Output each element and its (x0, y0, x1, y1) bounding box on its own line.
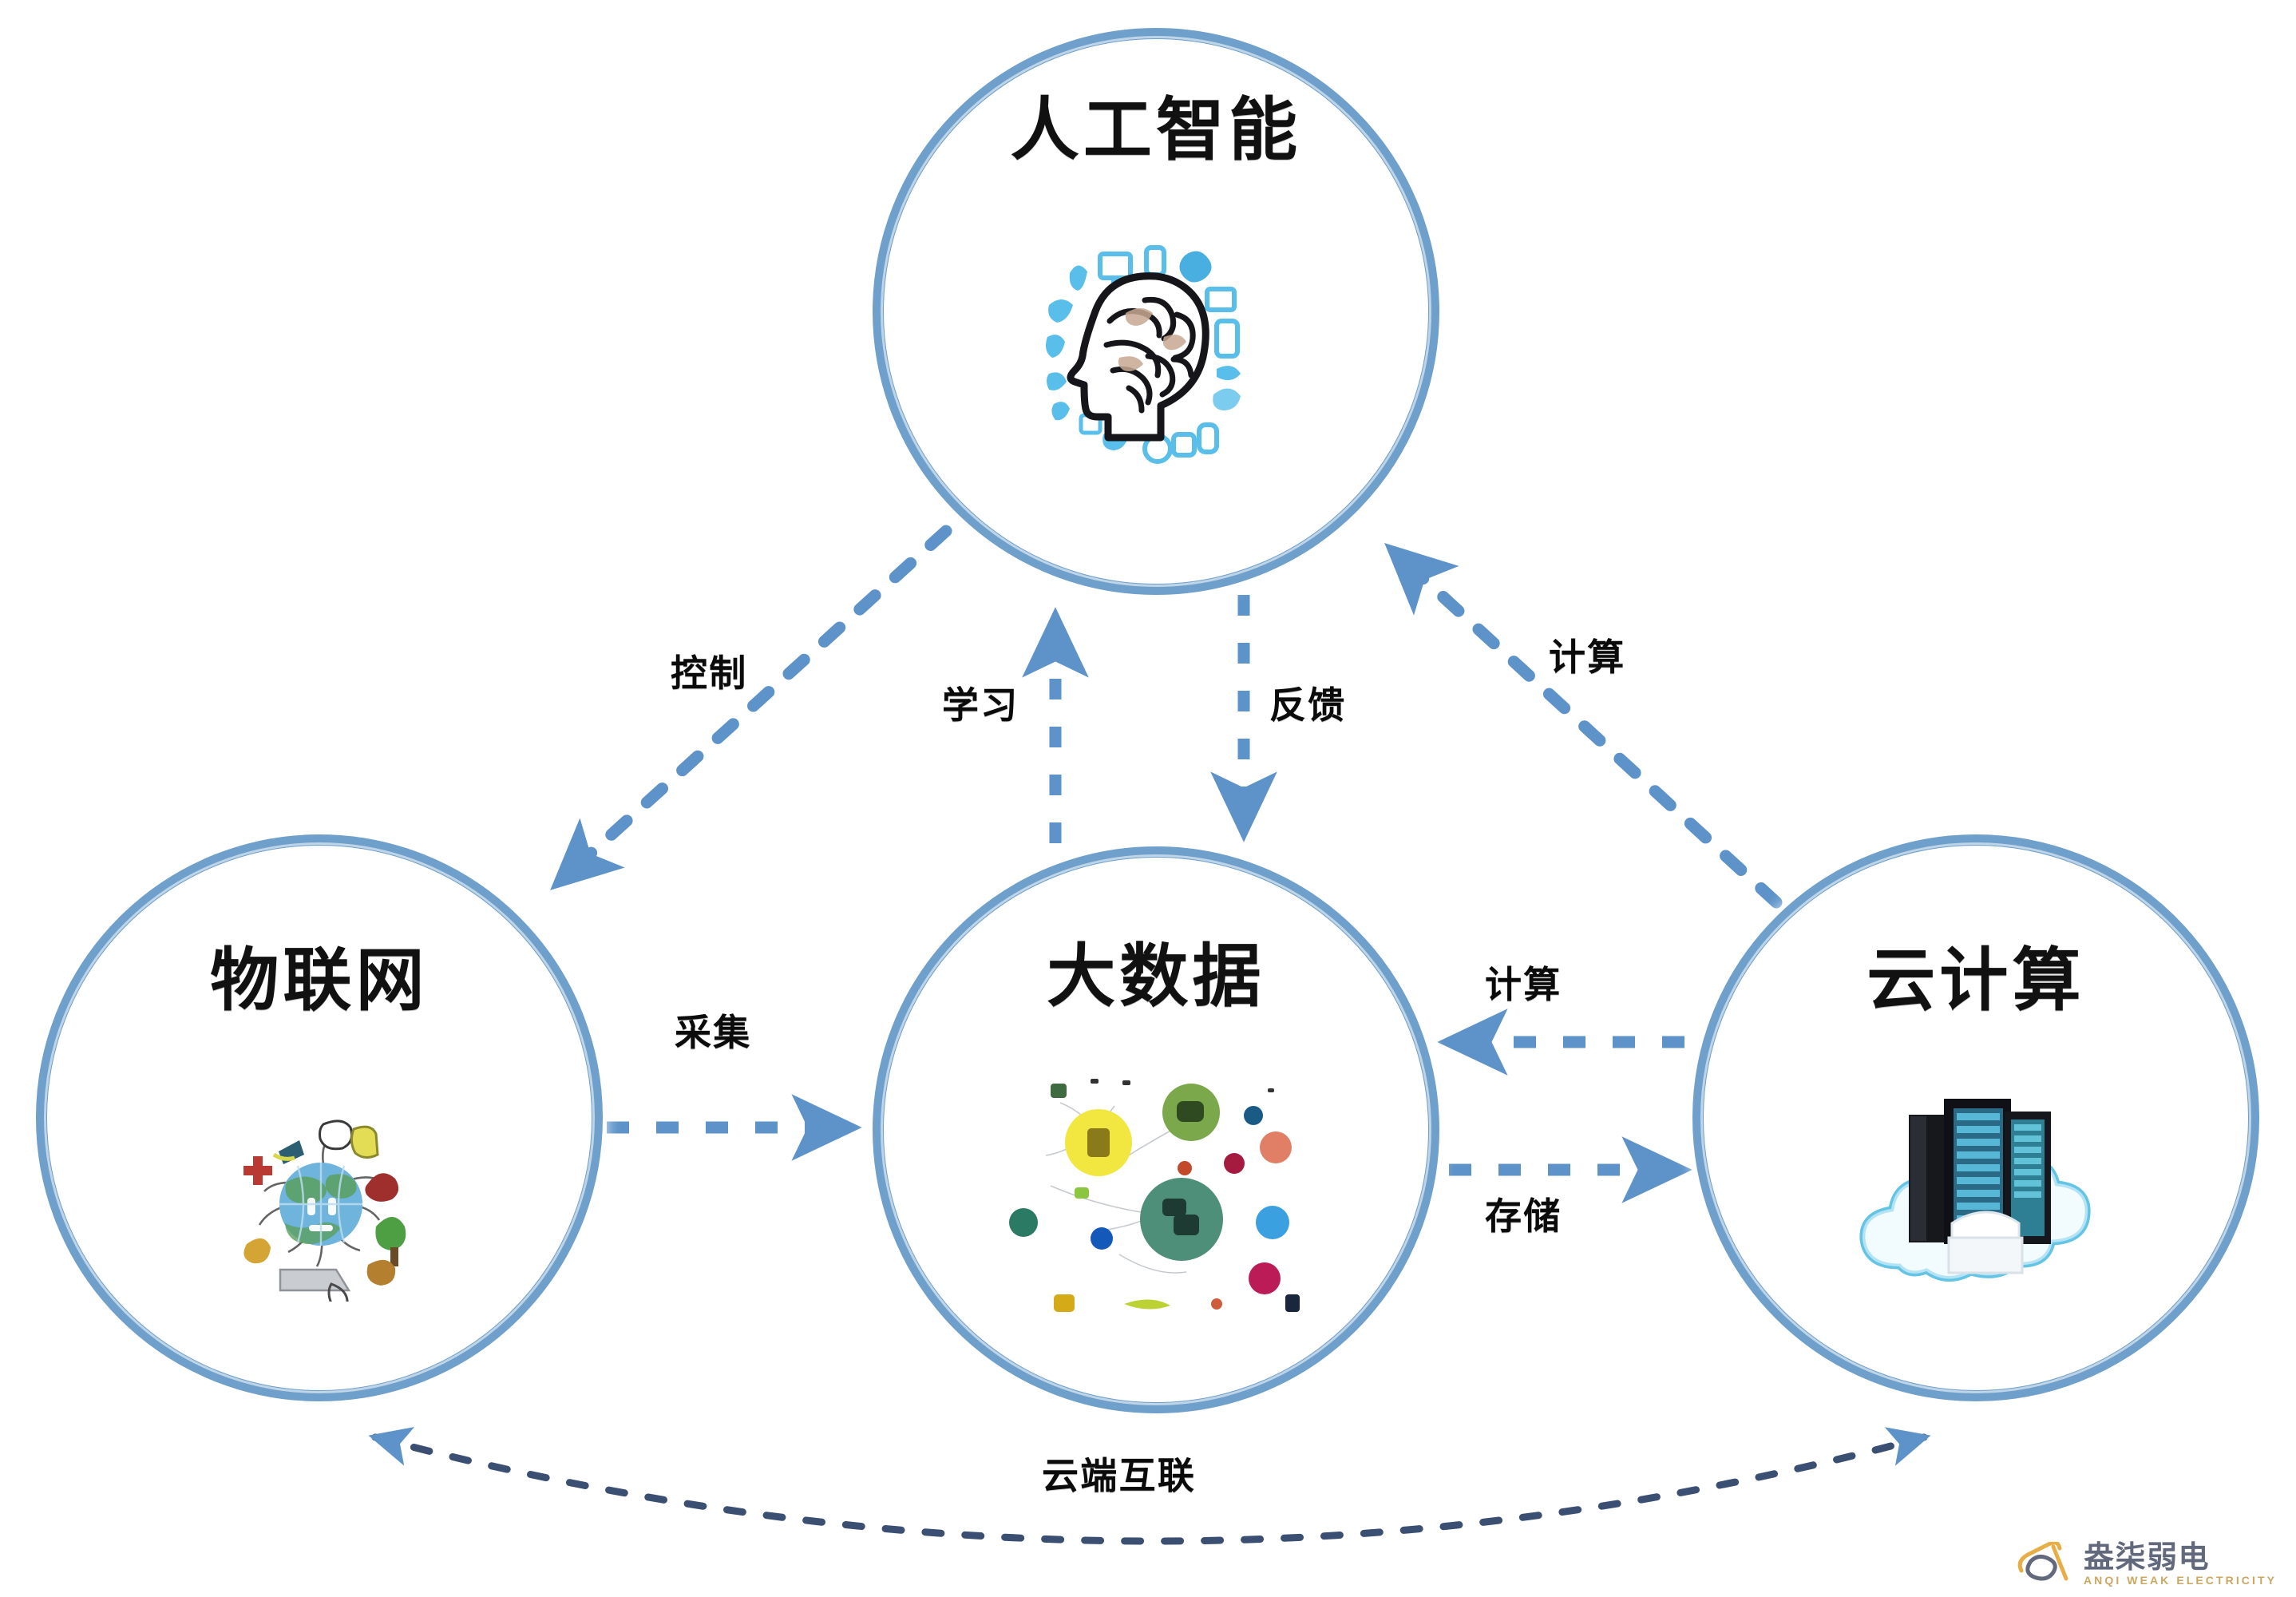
edge-label-cloud-interconnect: 云端互联 (1042, 1455, 1197, 1496)
edge-label-feedback: 反馈 (1269, 684, 1347, 726)
watermark-en: ANQI WEAK ELECTRICITY (2083, 1574, 2277, 1587)
big-data-bubbles-icon (873, 1062, 1439, 1326)
edge-control (550, 525, 952, 890)
edge-label-collect: 采集 (675, 1012, 752, 1053)
node-ai[interactable]: 人工智能 (873, 28, 1439, 595)
edge-cloud-interconnect (368, 1427, 1931, 1545)
edge-label-compute-cloud-ai: 计算 (1549, 636, 1626, 678)
node-bigdata-label: 大数据 (1047, 938, 1265, 1015)
node-bigdata[interactable]: 大数据 (873, 846, 1439, 1413)
brain-head-icon (873, 228, 1439, 475)
node-cloud[interactable]: 云计算 (1692, 834, 2259, 1401)
edge-label-storage: 存储 (1485, 1195, 1562, 1237)
edge-label-compute-cloud-bigdata: 计算 (1485, 964, 1562, 1005)
watermark: 盎柒弱电 ANQI WEAK ELECTRICITY (2013, 1540, 2277, 1587)
watermark-text: 盎柒弱电 ANQI WEAK ELECTRICITY (2083, 1541, 2277, 1587)
node-cloud-label: 云计算 (1866, 942, 2085, 1019)
cloud-server-icon (1692, 1058, 2259, 1306)
node-ai-label: 人工智能 (1010, 92, 1302, 168)
edge-compute-cloud-ai (1384, 543, 1783, 909)
node-iot[interactable]: 物联网 (36, 834, 603, 1401)
iot-globe-icon (36, 1066, 603, 1306)
anqi-logo-icon (2013, 1540, 2072, 1587)
node-iot-label: 物联网 (210, 942, 429, 1019)
edge-label-control: 控制 (671, 652, 748, 694)
edge-label-learn: 学习 (942, 684, 1019, 726)
watermark-cn: 盎柒弱电 (2083, 1541, 2211, 1575)
